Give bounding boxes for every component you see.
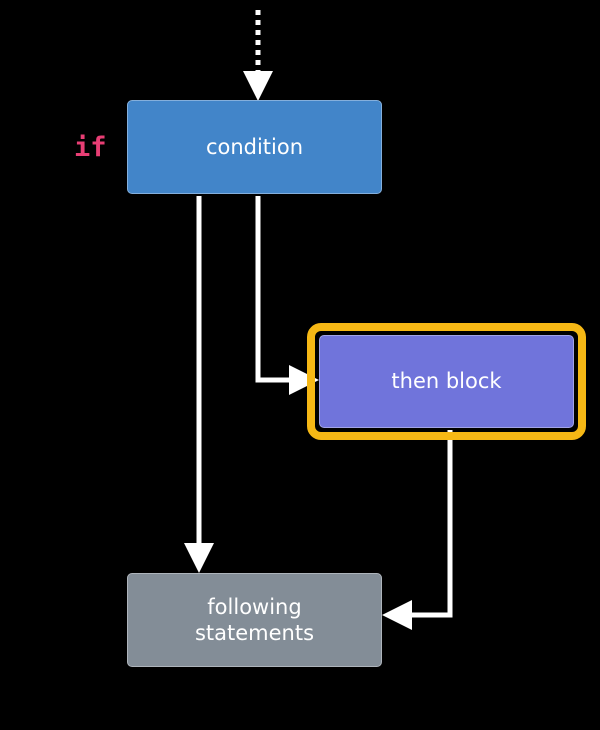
then-block-label: then block [391,369,502,394]
then-block-highlight [307,323,586,440]
following-statements-label: following statements [194,594,315,645]
edge-then-to-following [382,430,453,630]
condition-node: condition [127,100,382,194]
following-statements-node: following statements [127,573,382,667]
edge-condition-to-then [255,196,319,395]
condition-label: condition [205,134,304,159]
if-keyword: if [74,132,107,163]
then-block-node: then block [319,335,574,428]
